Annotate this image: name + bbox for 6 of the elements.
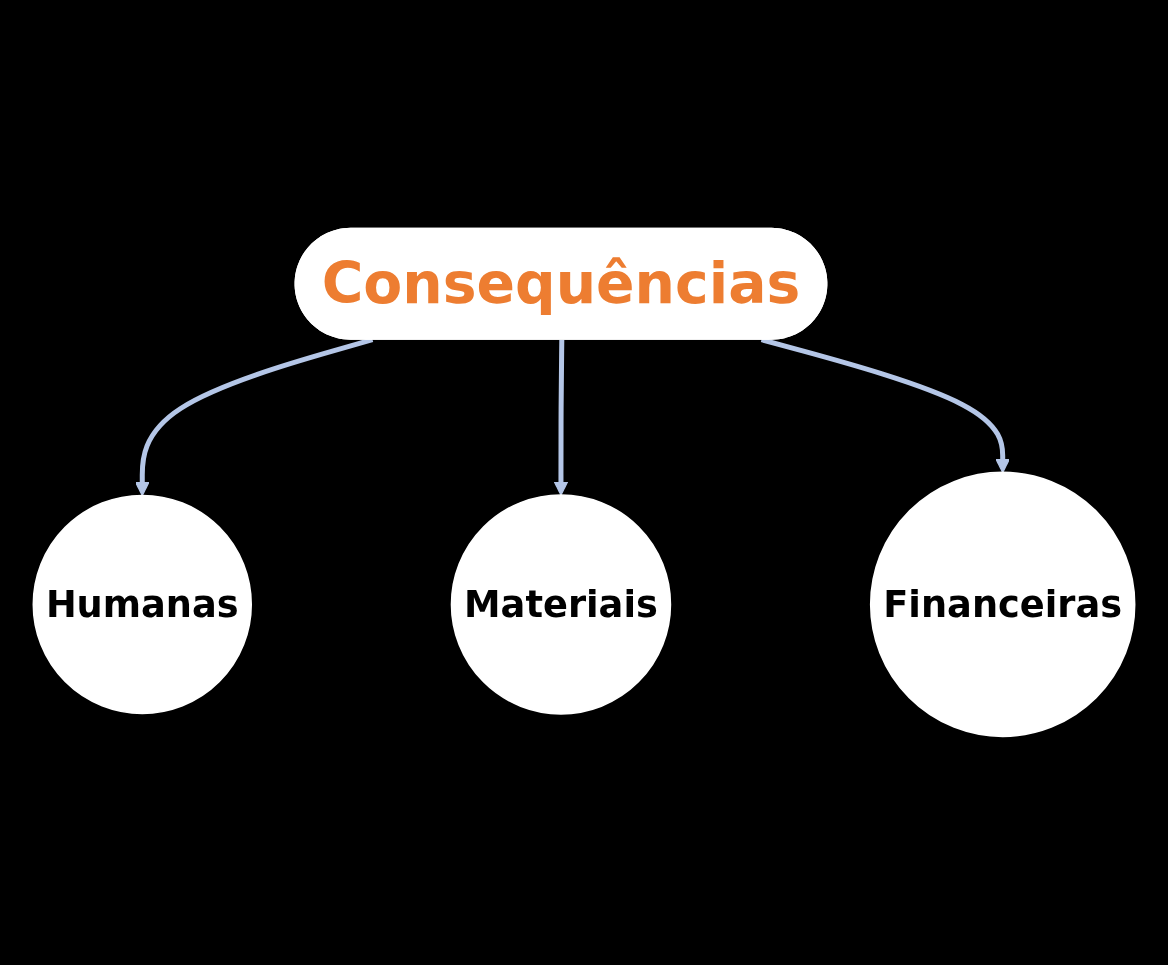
- arrow: [553, 339, 569, 496]
- node-circle: Humanas: [32, 494, 252, 715]
- node-circle: Financeiras: [869, 471, 1136, 738]
- arrow: [134, 337, 374, 497]
- arrow: [760, 337, 1011, 474]
- node-circle: Materiais: [450, 494, 672, 715]
